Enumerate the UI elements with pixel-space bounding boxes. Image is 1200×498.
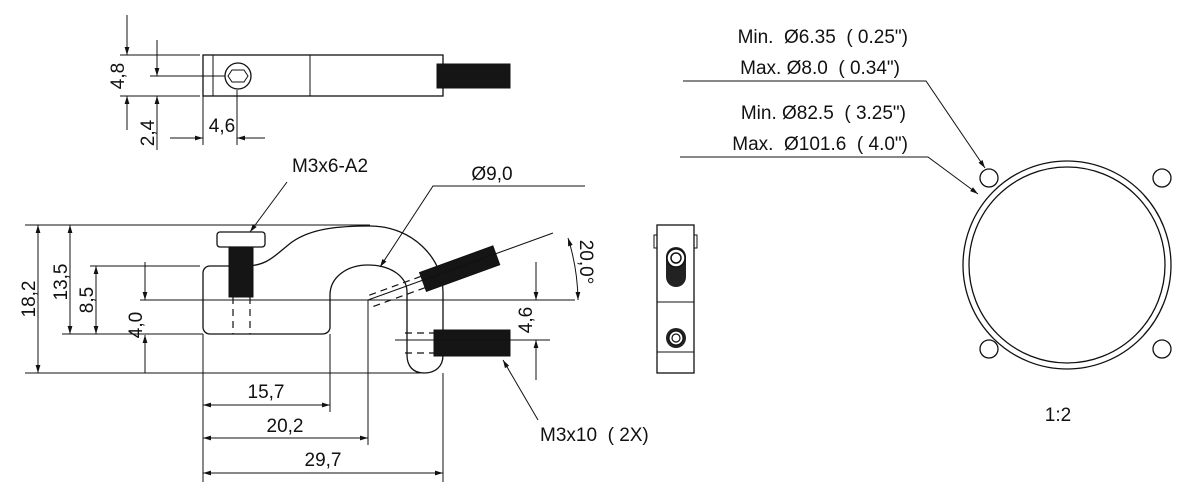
mount-hole <box>1152 339 1172 359</box>
dim-15-7: 15,7 <box>248 382 285 403</box>
mount-hole <box>979 168 999 188</box>
mount-view: Min. Ø6.35 ( 0.25") Max. Ø8.0 ( 0.34") M… <box>680 27 1172 426</box>
hole-min: Min. Ø6.35 ( 0.25") <box>738 27 908 48</box>
top-view: 4,8 2,4 4,6 <box>108 15 511 150</box>
dim-20-2: 20,2 <box>267 416 304 437</box>
cap-screw-head <box>216 231 266 248</box>
dia-max: Max. Ø101.6 ( 4.0") <box>732 134 908 155</box>
screw-top-label: M3x6-A2 <box>292 156 368 177</box>
front-view: 18,2 13,5 8,5 4,0 15,7 20,2 29,7 4,6 20,… <box>19 156 649 482</box>
side-view-body <box>656 224 695 374</box>
dim-29-7: 29,7 <box>305 450 342 471</box>
dim-8-5: 8,5 <box>77 287 98 313</box>
set-screw-lower <box>433 329 511 357</box>
dim-bore: Ø9,0 <box>471 164 512 185</box>
hole-max: Max. Ø8.0 ( 0.34") <box>740 58 900 79</box>
dim-total-height: 18,2 <box>19 281 40 318</box>
hex-socket-icon <box>224 62 252 90</box>
screw-side-label: M3x10 ( 2X) <box>540 425 649 446</box>
set-screw-angled <box>418 245 501 293</box>
dim-width: 4,6 <box>209 116 235 137</box>
outer-ring <box>962 160 1172 370</box>
dia-min: Min. Ø82.5 ( 3.25") <box>741 103 906 124</box>
clamp-body <box>202 225 444 374</box>
dim-height: 4,8 <box>108 63 129 89</box>
scale-label: 1:2 <box>1045 405 1071 426</box>
dim-4-6: 4,6 <box>516 307 537 333</box>
mount-hole <box>979 339 999 359</box>
dim-13-5: 13,5 <box>51 264 72 301</box>
cap-screw-thread <box>228 246 254 298</box>
top-view-body <box>202 54 444 97</box>
dim-angle: 20,0° <box>575 240 596 285</box>
inner-ring <box>968 166 1166 364</box>
side-view <box>653 224 698 374</box>
mount-hole <box>1152 168 1172 188</box>
dim-offset: 2,4 <box>138 119 159 146</box>
set-screw <box>436 63 511 89</box>
dim-4-0: 4,0 <box>126 312 147 338</box>
